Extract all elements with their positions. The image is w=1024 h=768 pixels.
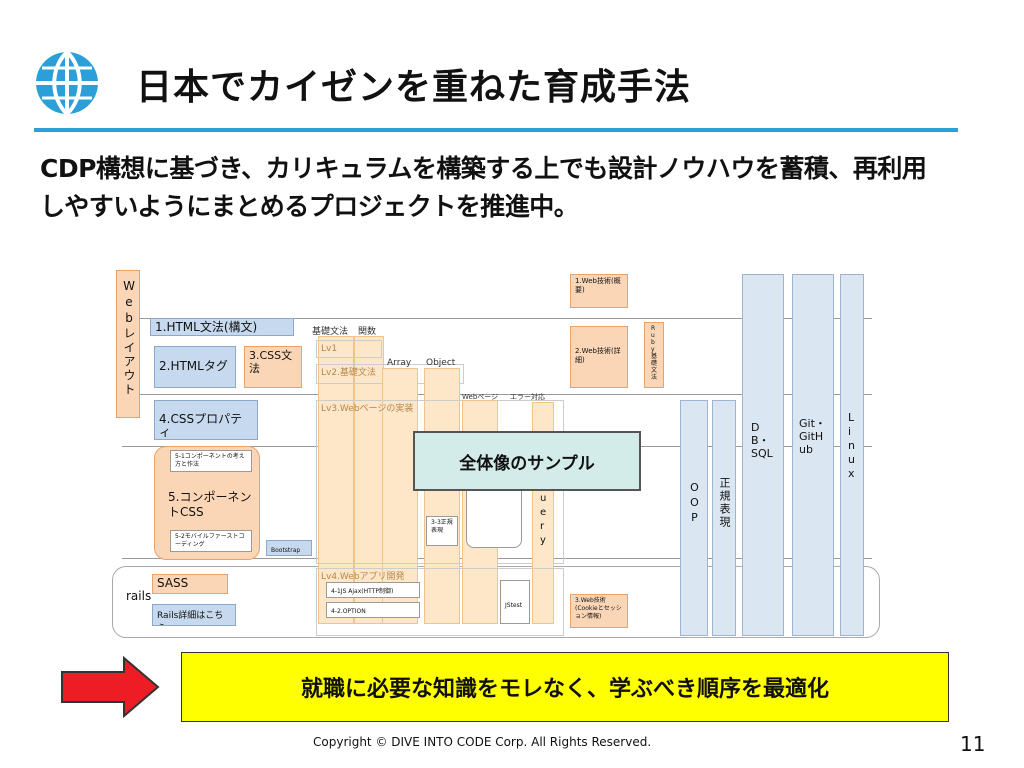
sass-box: SASS xyxy=(152,574,228,594)
arrow-right-icon xyxy=(61,656,160,718)
page-title: 日本でカイゼンを重ねた育成手法 xyxy=(136,67,692,108)
web-layout-column: Webレイアウト xyxy=(116,270,140,418)
db-sql-column: DB・SQL xyxy=(742,274,784,636)
sample-callout: 全体像のサンプル xyxy=(413,431,641,491)
array-label: Array xyxy=(387,358,412,368)
js-func-label: 関数 xyxy=(358,327,377,337)
globe-icon xyxy=(36,50,98,116)
ajax-box: 4-1JS Ajax(HTTP制御) xyxy=(326,582,420,598)
rails-label: rails xyxy=(126,589,152,603)
web-tech-1-box: 1.Web技術(概要) xyxy=(570,274,628,308)
rails-detail-box: Rails詳細はこちら xyxy=(152,604,236,626)
linux-column: Linux xyxy=(840,274,864,636)
component-css-label: 5.コンポーネントCSS xyxy=(168,490,252,519)
row-line xyxy=(122,394,872,395)
regex-column: 正規表現 xyxy=(712,400,736,636)
css-props-box: 4.CSSプロパティ xyxy=(154,400,258,440)
web-tech-3-box: 3.Web技術(Cookieとセッション情報) xyxy=(570,594,628,628)
html-syntax-box: 1.HTML文法(構文) xyxy=(150,318,294,336)
lead-text: CDP構想に基づき、カリキュラムを構築する上でも設計ノウハウを蓄積、再利用しやす… xyxy=(40,154,927,221)
ruby-syntax-box: Ruby基礎文法 xyxy=(644,322,664,388)
css-syntax-box: 3.CSS文法 xyxy=(244,346,302,388)
js-basic-label: 基礎文法 xyxy=(312,327,349,337)
component-think-box: 5-1コンポーネントの考え方と作法 xyxy=(170,450,252,472)
title-divider xyxy=(34,128,958,132)
curriculum-diagram: Webレイアウト 1.HTML文法(構文) 2.HTMLタグ 3.CSS文法 4… xyxy=(112,262,882,638)
object-label: Object xyxy=(426,358,456,368)
error-label: エラー対応 xyxy=(510,393,545,401)
bootstrap-box: Bootstrap xyxy=(266,540,312,556)
mobile-first-box: 5-2モバイルファーストコーディング xyxy=(170,530,252,552)
lv1-box: Lv1 xyxy=(316,340,382,358)
oop-column: OOP xyxy=(680,400,708,636)
webpage-label: Webページ xyxy=(462,393,499,401)
array-column xyxy=(382,368,418,624)
regex-33-box: 3-3正規表現 xyxy=(426,516,458,546)
option-box: 4-2.OPTION xyxy=(326,602,420,618)
page-number: 11 xyxy=(960,732,986,756)
git-column: Git・GitHub xyxy=(792,274,834,636)
jquery-label: uery xyxy=(540,493,547,546)
row-line xyxy=(122,318,872,319)
web-tech-2-box: 2.Web技術(詳細) xyxy=(570,326,628,388)
function-column xyxy=(354,336,384,624)
webpage-white-box xyxy=(466,484,522,548)
object-column xyxy=(424,368,460,624)
summary-banner: 就職に必要な知識をモレなく、学ぶべき順序を最適化 xyxy=(181,652,949,722)
copyright: Copyright © DIVE INTO CODE Corp. All Rig… xyxy=(313,735,652,749)
html-tags-box: 2.HTMLタグ xyxy=(154,346,236,388)
lv1-column xyxy=(318,336,354,624)
lv4-box: Lv4.Webアプリ開発 xyxy=(316,568,564,636)
jstest-box: JStest xyxy=(500,580,530,624)
